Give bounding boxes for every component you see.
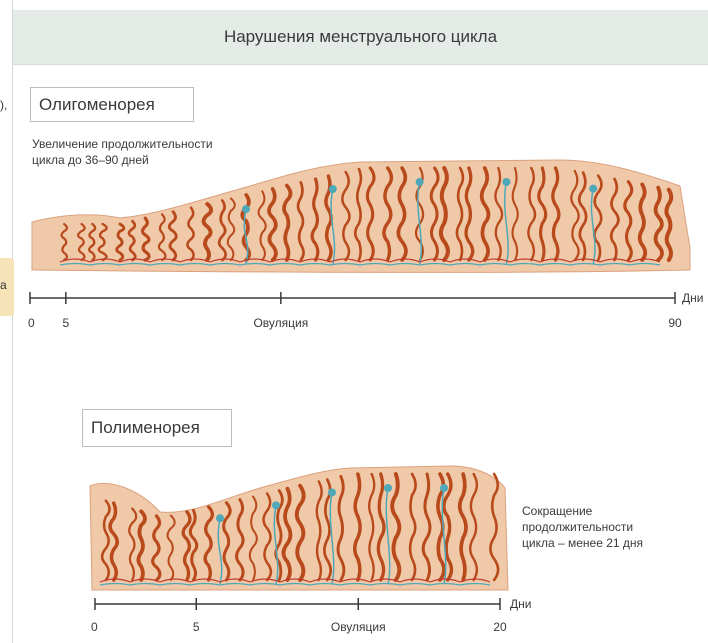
description-line: Сокращение [522, 503, 708, 519]
vessel-tip [440, 484, 448, 492]
axis-tick-label: 0 [91, 620, 98, 634]
vessel-tip [242, 205, 250, 213]
description-line: цикла до 36–90 дней [32, 152, 332, 168]
vessel-tip [416, 178, 424, 186]
polymenorrhea-description: Сокращение продолжительности цикла – мен… [522, 503, 708, 551]
oligomenorrhea-description: Увеличение продолжительности цикла до 36… [32, 136, 332, 168]
axis-tick-label: Овуляция [253, 316, 308, 330]
axis-unit-label: Дни [682, 291, 703, 305]
vessel-tip [502, 178, 510, 186]
oligomenorrhea-endometrium-illustration [32, 160, 690, 272]
description-line: продолжительности [522, 519, 708, 535]
oligomenorrhea-timeline: 0 5 Овуляция 90 Дни [28, 291, 703, 330]
description-line: Увеличение продолжительности [32, 136, 332, 152]
polymenorrhea-endometrium-illustration [90, 466, 508, 590]
vessel-tip [589, 185, 597, 193]
vessel-tip [216, 514, 224, 522]
description-line: цикла – менее 21 дня [522, 535, 708, 551]
axis-tick-label: 5 [62, 316, 69, 330]
axis-tick-label: 0 [28, 316, 35, 330]
axis-tick-label: 5 [193, 620, 200, 634]
axis-tick-label: Овуляция [331, 620, 386, 634]
axis-unit-label: Дни [510, 597, 531, 611]
polymenorrhea-timeline: 0 5 Овуляция 20 Дни [91, 597, 531, 634]
axis-tick-label: 20 [493, 620, 507, 634]
polymenorrhea-label: Полименорея [82, 409, 232, 447]
oligomenorrhea-label: Олигоменорея [30, 87, 194, 122]
axis-tick-label: 90 [668, 316, 682, 330]
vessel-tip [384, 484, 392, 492]
vessel-tip [272, 501, 280, 509]
vessel-tip [329, 185, 337, 193]
vessel-tip [328, 488, 336, 496]
